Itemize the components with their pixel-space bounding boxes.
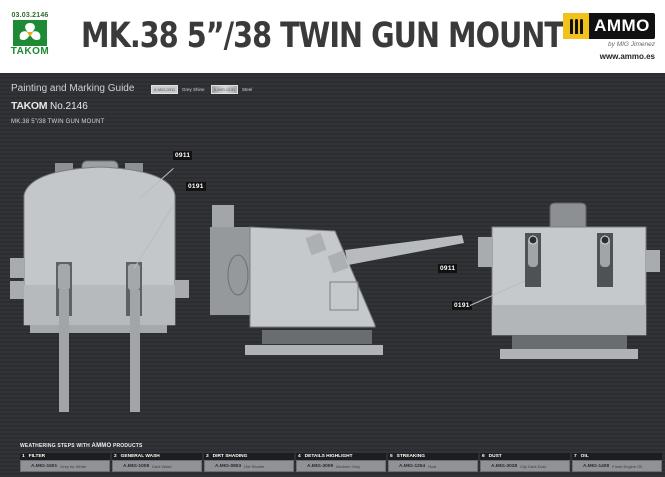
rear-view-drawing	[478, 202, 660, 359]
step-product: Dark Wash	[152, 463, 172, 469]
page-title: MK.38 5”/38 TWIN GUN MOUNT	[81, 16, 564, 56]
guide-subtitle: MK.38 5”/38 TWIN GUN MOUNT	[11, 119, 105, 125]
weathering-title-prefix: WEATHERING STEPS WITH	[20, 443, 90, 449]
callout-0191: 0191	[452, 301, 472, 310]
weathering-title-suffix: PRODUCTS	[112, 443, 143, 449]
weathering-title: WEATHERING STEPS WITH AMMO PRODUCTS	[20, 443, 143, 449]
swatch-steel: A.MIG-0191 Steel	[211, 85, 252, 94]
guide-panel: Painting and Marking Guide TAKOM No.2146…	[0, 73, 665, 477]
step-number: 4	[298, 454, 301, 459]
step-label: STREAKING	[396, 454, 425, 459]
front-view-drawing	[10, 160, 189, 412]
step-number: 3	[206, 454, 209, 459]
ammo-byline: by MIG Jimenez	[608, 41, 655, 48]
kit-number: TAKOM No.2146	[11, 100, 88, 112]
step-product: Dirt Shader	[244, 463, 265, 469]
step-code: A.MIG-1501	[31, 463, 58, 469]
step-label: DETAILS HIGHLIGHT	[304, 454, 353, 459]
callout-0191: 0191	[186, 182, 206, 191]
step-number: 2	[114, 454, 117, 459]
swatch-chip: A.MIG-0911	[151, 85, 178, 94]
step-code: A.MIG-1008	[123, 463, 150, 469]
swatch-chip: A.MIG-0191	[211, 85, 238, 94]
step-number: 7	[574, 454, 577, 459]
swatch-label: Steel	[242, 87, 253, 92]
step-number: 6	[482, 454, 485, 459]
swatch-grey-shine: A.MIG-0911 Grey Shine	[151, 85, 205, 94]
takom-logo: 03.03.2146 TAKOM	[10, 12, 50, 57]
step-product: Fresh Engine Oil	[612, 463, 642, 469]
step-product: Grey for White	[60, 463, 86, 469]
step-number: 1	[22, 454, 25, 459]
guide-title: Painting and Marking Guide	[11, 83, 135, 94]
step-product: Rust	[428, 463, 437, 469]
ammo-badge: AMMO	[563, 13, 655, 39]
step-product: City Dark Dust	[520, 463, 546, 469]
step-label: GENERAL WASH	[120, 454, 160, 459]
step-code: A.MIG-0853	[215, 463, 242, 469]
swatch-label: Grey Shine	[182, 87, 205, 92]
callout-0911: 0911	[173, 151, 193, 160]
bullets-icon	[563, 13, 589, 39]
step-label: OIL	[580, 454, 589, 459]
step-code: A.MIG-3028	[491, 463, 518, 469]
header: 03.03.2146 TAKOM MK.38 5”/38 TWIN GUN MO…	[0, 0, 665, 73]
step-code: A.MIG-3009	[307, 463, 334, 469]
step-label: DUST	[488, 454, 502, 459]
step-number: 5	[390, 454, 393, 459]
step-label: DIRT SHADING	[212, 454, 248, 459]
ammo-logo: AMMO by MIG Jimenez www.ammo.es	[563, 13, 655, 61]
ammo-wordmark: AMMO	[594, 16, 650, 35]
takom-wordmark: TAKOM	[10, 46, 50, 57]
step-code: A.MIG-1254	[399, 463, 426, 469]
step-code: A.MIG-1408	[583, 463, 610, 469]
step-product: Medium Grey	[336, 463, 361, 469]
ammo-url[interactable]: www.ammo.es	[599, 52, 655, 61]
step-label: FILTER	[28, 454, 46, 459]
product-code: 03.03.2146	[11, 12, 49, 19]
callout-0911: 0911	[438, 264, 458, 273]
kit-brand: TAKOM	[11, 100, 48, 112]
side-view-drawing	[210, 205, 464, 355]
weathering-title-brand: AMMO	[91, 443, 112, 449]
takom-emblem-icon	[13, 20, 47, 46]
kit-no: No.2146	[50, 101, 88, 112]
